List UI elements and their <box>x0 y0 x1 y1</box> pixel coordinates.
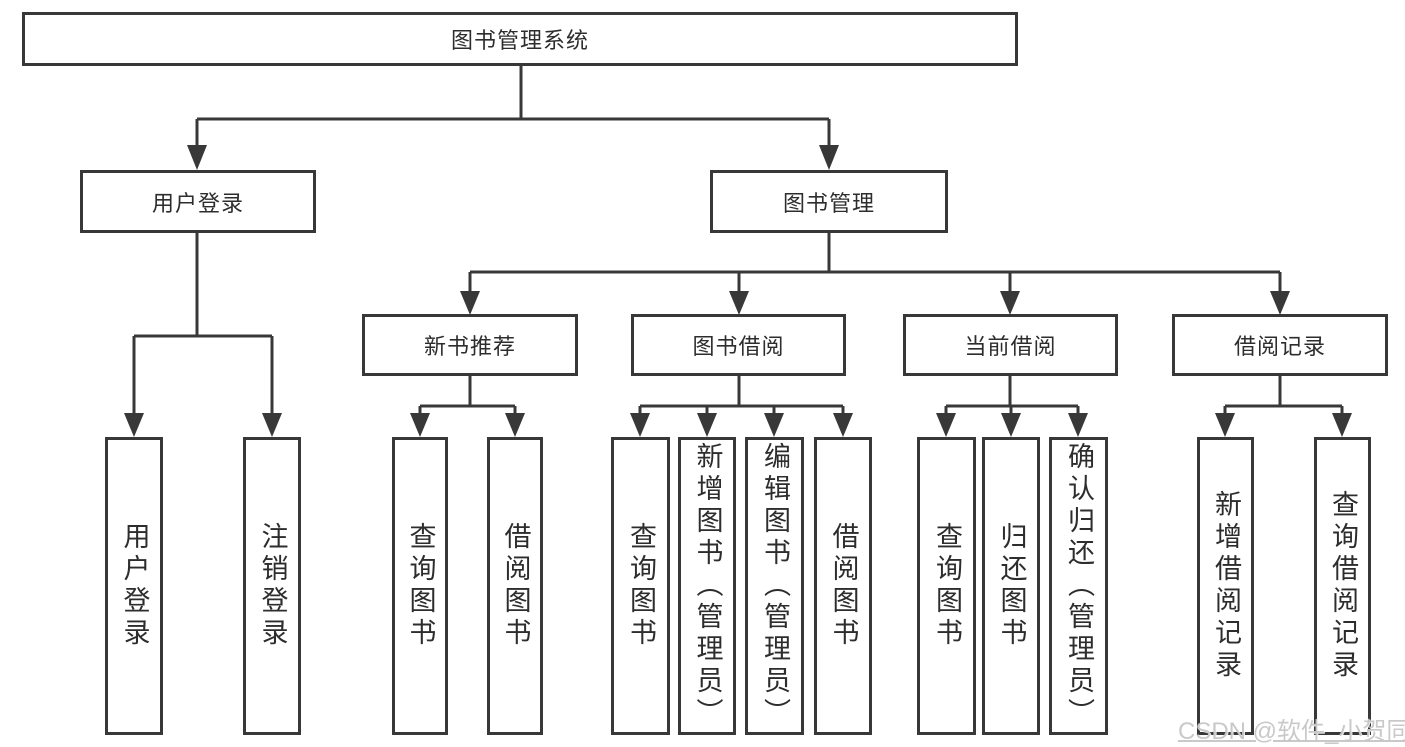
leaf-recommend-query-book: 查询图书 <box>392 437 448 735</box>
node-root: 图书管理系统 <box>22 12 1018 66</box>
node-current-borrow: 当前借阅 <box>903 314 1118 376</box>
arrowhead <box>833 413 853 437</box>
arrowhead <box>1068 413 1088 437</box>
leaf-current-query-book-label: 查询图书 <box>932 522 962 650</box>
arrowhead <box>262 413 282 437</box>
node-borrow-record-label: 借阅记录 <box>1233 334 1326 359</box>
leaf-recommend-borrow-book-label: 借阅图书 <box>500 522 531 650</box>
leaf-borrow-query-book: 查询图书 <box>611 437 670 735</box>
node-new-book-recommend: 新书推荐 <box>362 314 578 376</box>
node-root-label: 图书管理系统 <box>450 28 589 53</box>
leaf-borrow-query-book-label: 查询图书 <box>626 522 656 650</box>
arrowhead <box>764 413 784 437</box>
leaf-edit-book-admin-label: 编辑图书（管理员） <box>760 442 790 730</box>
node-book-borrow: 图书借阅 <box>631 314 846 376</box>
arrowhead <box>630 413 650 437</box>
csdn-watermark: CSDN @软件_小贺同学 <box>1178 718 1405 745</box>
arrowhead <box>697 413 717 437</box>
leaf-query-borrow-record-label: 查询借阅记录 <box>1328 490 1358 682</box>
arrowhead <box>410 413 430 437</box>
node-new-book-recommend-label: 新书推荐 <box>423 334 516 359</box>
leaf-add-book-admin-label: 新增图书（管理员） <box>692 442 723 730</box>
leaf-current-query-book: 查询图书 <box>917 437 976 735</box>
leaf-logout-label: 注销登录 <box>257 522 288 650</box>
leaf-return-book-label: 归还图书 <box>996 522 1027 650</box>
arrowhead <box>819 145 839 170</box>
node-user-login-label: 用户登录 <box>151 190 244 216</box>
leaf-recommend-query-book-label: 查询图书 <box>405 522 436 650</box>
leaf-user-login: 用户登录 <box>105 437 163 735</box>
node-user-login: 用户登录 <box>80 170 316 233</box>
arrowhead <box>1215 413 1235 437</box>
leaf-edit-book-admin: 编辑图书（管理员） <box>745 437 804 735</box>
arrowhead <box>1000 291 1020 315</box>
leaf-return-book: 归还图书 <box>982 437 1040 735</box>
arrowhead <box>505 413 525 437</box>
arrowhead <box>124 413 144 437</box>
node-book-borrow-label: 图书借阅 <box>692 334 785 359</box>
leaf-logout: 注销登录 <box>243 437 301 735</box>
arrowhead <box>460 291 480 315</box>
leaf-add-borrow-record-label: 新增借阅记录 <box>1211 490 1241 682</box>
node-borrow-record: 借阅记录 <box>1172 314 1388 376</box>
leaf-confirm-return-admin-label: 确认归还（管理员） <box>1064 442 1094 730</box>
leaf-add-borrow-record: 新增借阅记录 <box>1197 437 1254 735</box>
leaf-borrow-book-label: 借阅图书 <box>828 522 859 650</box>
node-book-management-label: 图书管理 <box>782 190 875 216</box>
leaf-recommend-borrow-book: 借阅图书 <box>487 437 543 735</box>
arrowhead <box>1332 413 1352 437</box>
leaf-query-borrow-record: 查询借阅记录 <box>1314 437 1371 735</box>
leaf-user-login-label: 用户登录 <box>119 522 150 650</box>
arrowhead <box>936 413 956 437</box>
node-current-borrow-label: 当前借阅 <box>964 334 1057 359</box>
node-book-management: 图书管理 <box>710 170 948 233</box>
arrowhead <box>187 145 207 170</box>
leaf-borrow-book: 借阅图书 <box>814 437 872 735</box>
arrowhead <box>729 291 749 315</box>
arrowhead <box>1270 291 1290 315</box>
leaf-add-book-admin: 新增图书（管理员） <box>678 437 736 735</box>
arrowhead <box>1001 413 1021 437</box>
leaf-confirm-return-admin: 确认归还（管理员） <box>1049 437 1108 735</box>
